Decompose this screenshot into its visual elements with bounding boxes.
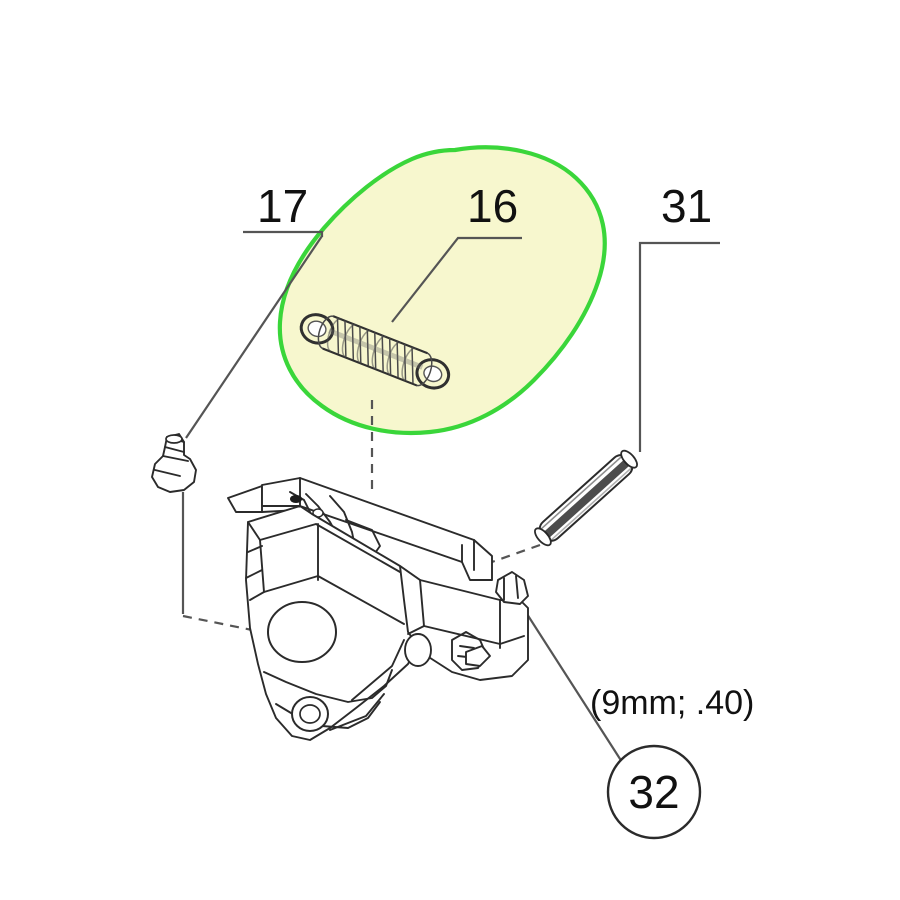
- leader-line-17: [243, 230, 324, 237]
- part-16-spring: [299, 313, 451, 390]
- leader-line-32: [517, 599, 623, 763]
- callout-label-31: 31: [661, 180, 712, 232]
- part-16-highlight-blob: [277, 145, 607, 436]
- leader-line-17-diagonal: [185, 235, 323, 439]
- callout-label-32: 32: [628, 766, 679, 818]
- frame-chassis-assembly: [227, 477, 529, 741]
- leader-line-31-dash: [491, 543, 541, 564]
- callout-label-16: 16: [467, 180, 518, 232]
- leader-line-16: [391, 236, 522, 323]
- part-31-roll-pin: [534, 449, 638, 547]
- leader-line-31: [638, 241, 720, 452]
- leader-line-17-lower-horizontal: [182, 614, 263, 634]
- caliber-note: (9mm; .40): [590, 684, 754, 722]
- callout-label-17: 17: [257, 180, 308, 232]
- part-17-detent: [151, 433, 197, 493]
- callout-32-circle: [606, 744, 702, 840]
